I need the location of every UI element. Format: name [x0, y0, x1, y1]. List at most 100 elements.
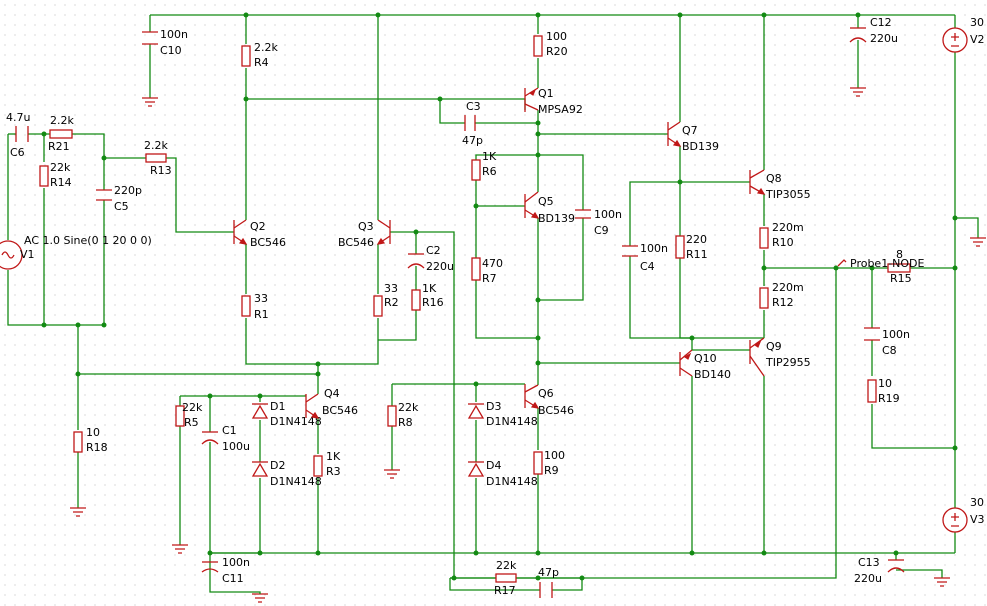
r5-value: 22k [182, 401, 203, 414]
ground-c12 [850, 87, 866, 97]
v1-value: AC 1.0 Sine(0 1 20 0 0) [24, 234, 152, 247]
v3-ref: V3 [970, 513, 985, 526]
r7-ref: R7 [482, 272, 497, 285]
resistor-r2: 33 R2 [373, 282, 399, 317]
r19-value: 10 [878, 377, 892, 390]
c13-ref: C13 [858, 556, 880, 569]
r18-ref: R18 [86, 441, 108, 454]
v3-value: 30 [970, 496, 984, 509]
r4-ref: R4 [254, 56, 269, 69]
c4-ref: C4 [640, 260, 655, 273]
ground-r8 [384, 469, 400, 479]
d4-ref: D4 [486, 459, 501, 472]
r10-value: 220m [772, 221, 804, 234]
r12-ref: R12 [772, 296, 794, 309]
q1-ref: Q1 [538, 87, 554, 100]
c12-ref: C12 [870, 16, 892, 29]
d4-value: D1N4148 [486, 475, 538, 488]
d3-ref: D3 [486, 400, 501, 413]
transistor-q3: Q3 BC546 [338, 219, 391, 249]
c7-value: 47p [538, 566, 559, 579]
d1-value: D1N4148 [270, 415, 322, 428]
c9-value: 100n [594, 208, 622, 221]
resistor-r3: 1K R3 [313, 450, 341, 478]
ground-r18 [70, 507, 86, 517]
r5-ref: R5 [184, 416, 199, 429]
resistor-r1: 33 R1 [241, 292, 269, 321]
r14-ref: R14 [50, 176, 72, 189]
resistor-r12: 220m R12 [759, 281, 804, 309]
q5-ref: Q5 [538, 195, 554, 208]
capacitor-c8: 100n C8 [864, 327, 910, 357]
resistor-r17: 22k R17 [494, 559, 517, 597]
q6-value: BC546 [538, 404, 574, 417]
q9-value: TIP2955 [765, 356, 811, 369]
capacitor-c2: C2 220u [407, 244, 454, 273]
q5-value: BD139 [538, 212, 575, 225]
capacitor-c3: C3 47p [462, 100, 483, 147]
resistor-r11: 220 R11 [675, 233, 708, 261]
r8-ref: R8 [398, 416, 413, 429]
ground-c11-wire [209, 576, 261, 594]
r10-ref: R10 [772, 236, 794, 249]
q8-ref: Q8 [766, 172, 782, 185]
transistor-q10: Q10 BD140 [679, 349, 731, 381]
r20-value: 100 [546, 30, 567, 43]
r16-value: 1K [422, 282, 437, 295]
diode-d3: D3 D1N4148 [467, 400, 538, 428]
d2-value: D1N4148 [270, 475, 322, 488]
q7-ref: Q7 [682, 124, 698, 137]
resistor-r9: 100 R9 [533, 449, 565, 477]
resistor-r20: 100 R20 [533, 30, 568, 58]
r1-ref: R1 [254, 308, 269, 321]
d2-ref: D2 [270, 459, 285, 472]
resistor-r14: 22k R14 [39, 161, 72, 189]
r8-value: 22k [398, 401, 419, 414]
capacitor-c11: 100n C11 [201, 556, 250, 585]
r1-value: 33 [254, 292, 268, 305]
c3-value: 47p [462, 134, 483, 147]
v1-ref: V1 [20, 248, 35, 261]
capacitor-c1: C1 100u [201, 424, 250, 453]
c2-ref: C2 [426, 244, 441, 257]
ground-c10 [142, 97, 158, 107]
q10-value: BD140 [694, 368, 731, 381]
resistor-r10: 220m R10 [759, 221, 804, 249]
resistor-r18: 10 R18 [73, 426, 108, 454]
resistor-r16: 1K R16 [411, 282, 444, 311]
transistor-q5: Q5 BD139 [524, 191, 575, 225]
ground-symbols [70, 87, 986, 603]
capacitor-c13: C13 220u [854, 556, 905, 585]
c6-ref: C6 [10, 146, 25, 159]
r3-ref: R3 [326, 465, 341, 478]
transistor-q2: Q2 BC546 [233, 219, 286, 249]
r11-value: 220 [686, 233, 707, 246]
v2-ref: V2 [970, 33, 985, 46]
c5-ref: C5 [114, 200, 129, 213]
capacitor-c6: 4.7u C6 [6, 111, 30, 159]
ground-r5 [172, 544, 188, 554]
r14-value: 22k [50, 161, 71, 174]
diode-d1: D1 D1N4148 [251, 400, 322, 428]
c10-value: 100n [160, 28, 188, 41]
probe-marker: Probe1-NODE [837, 257, 925, 270]
r3-value: 1K [326, 450, 341, 463]
q1-value: MPSA92 [538, 103, 583, 116]
r9-ref: R9 [544, 464, 559, 477]
c13-value: 220u [854, 572, 882, 585]
capacitor-c9: 100n C9 [575, 208, 622, 237]
r17-ref: R17 [494, 584, 516, 597]
r2-ref: R2 [384, 296, 399, 309]
d1-ref: D1 [270, 400, 285, 413]
c1-ref: C1 [222, 424, 237, 437]
q4-value: BC546 [322, 404, 358, 417]
r20-ref: R20 [546, 45, 568, 58]
r6-ref: R6 [482, 165, 497, 178]
transistor-q8: Q8 TIP3055 [749, 169, 811, 201]
c10-ref: C10 [160, 44, 182, 57]
r21-value: 2.2k [50, 114, 74, 127]
resistor-r5: 22k R5 [175, 401, 203, 429]
transistor-q1: Q1 MPSA92 [524, 87, 583, 116]
